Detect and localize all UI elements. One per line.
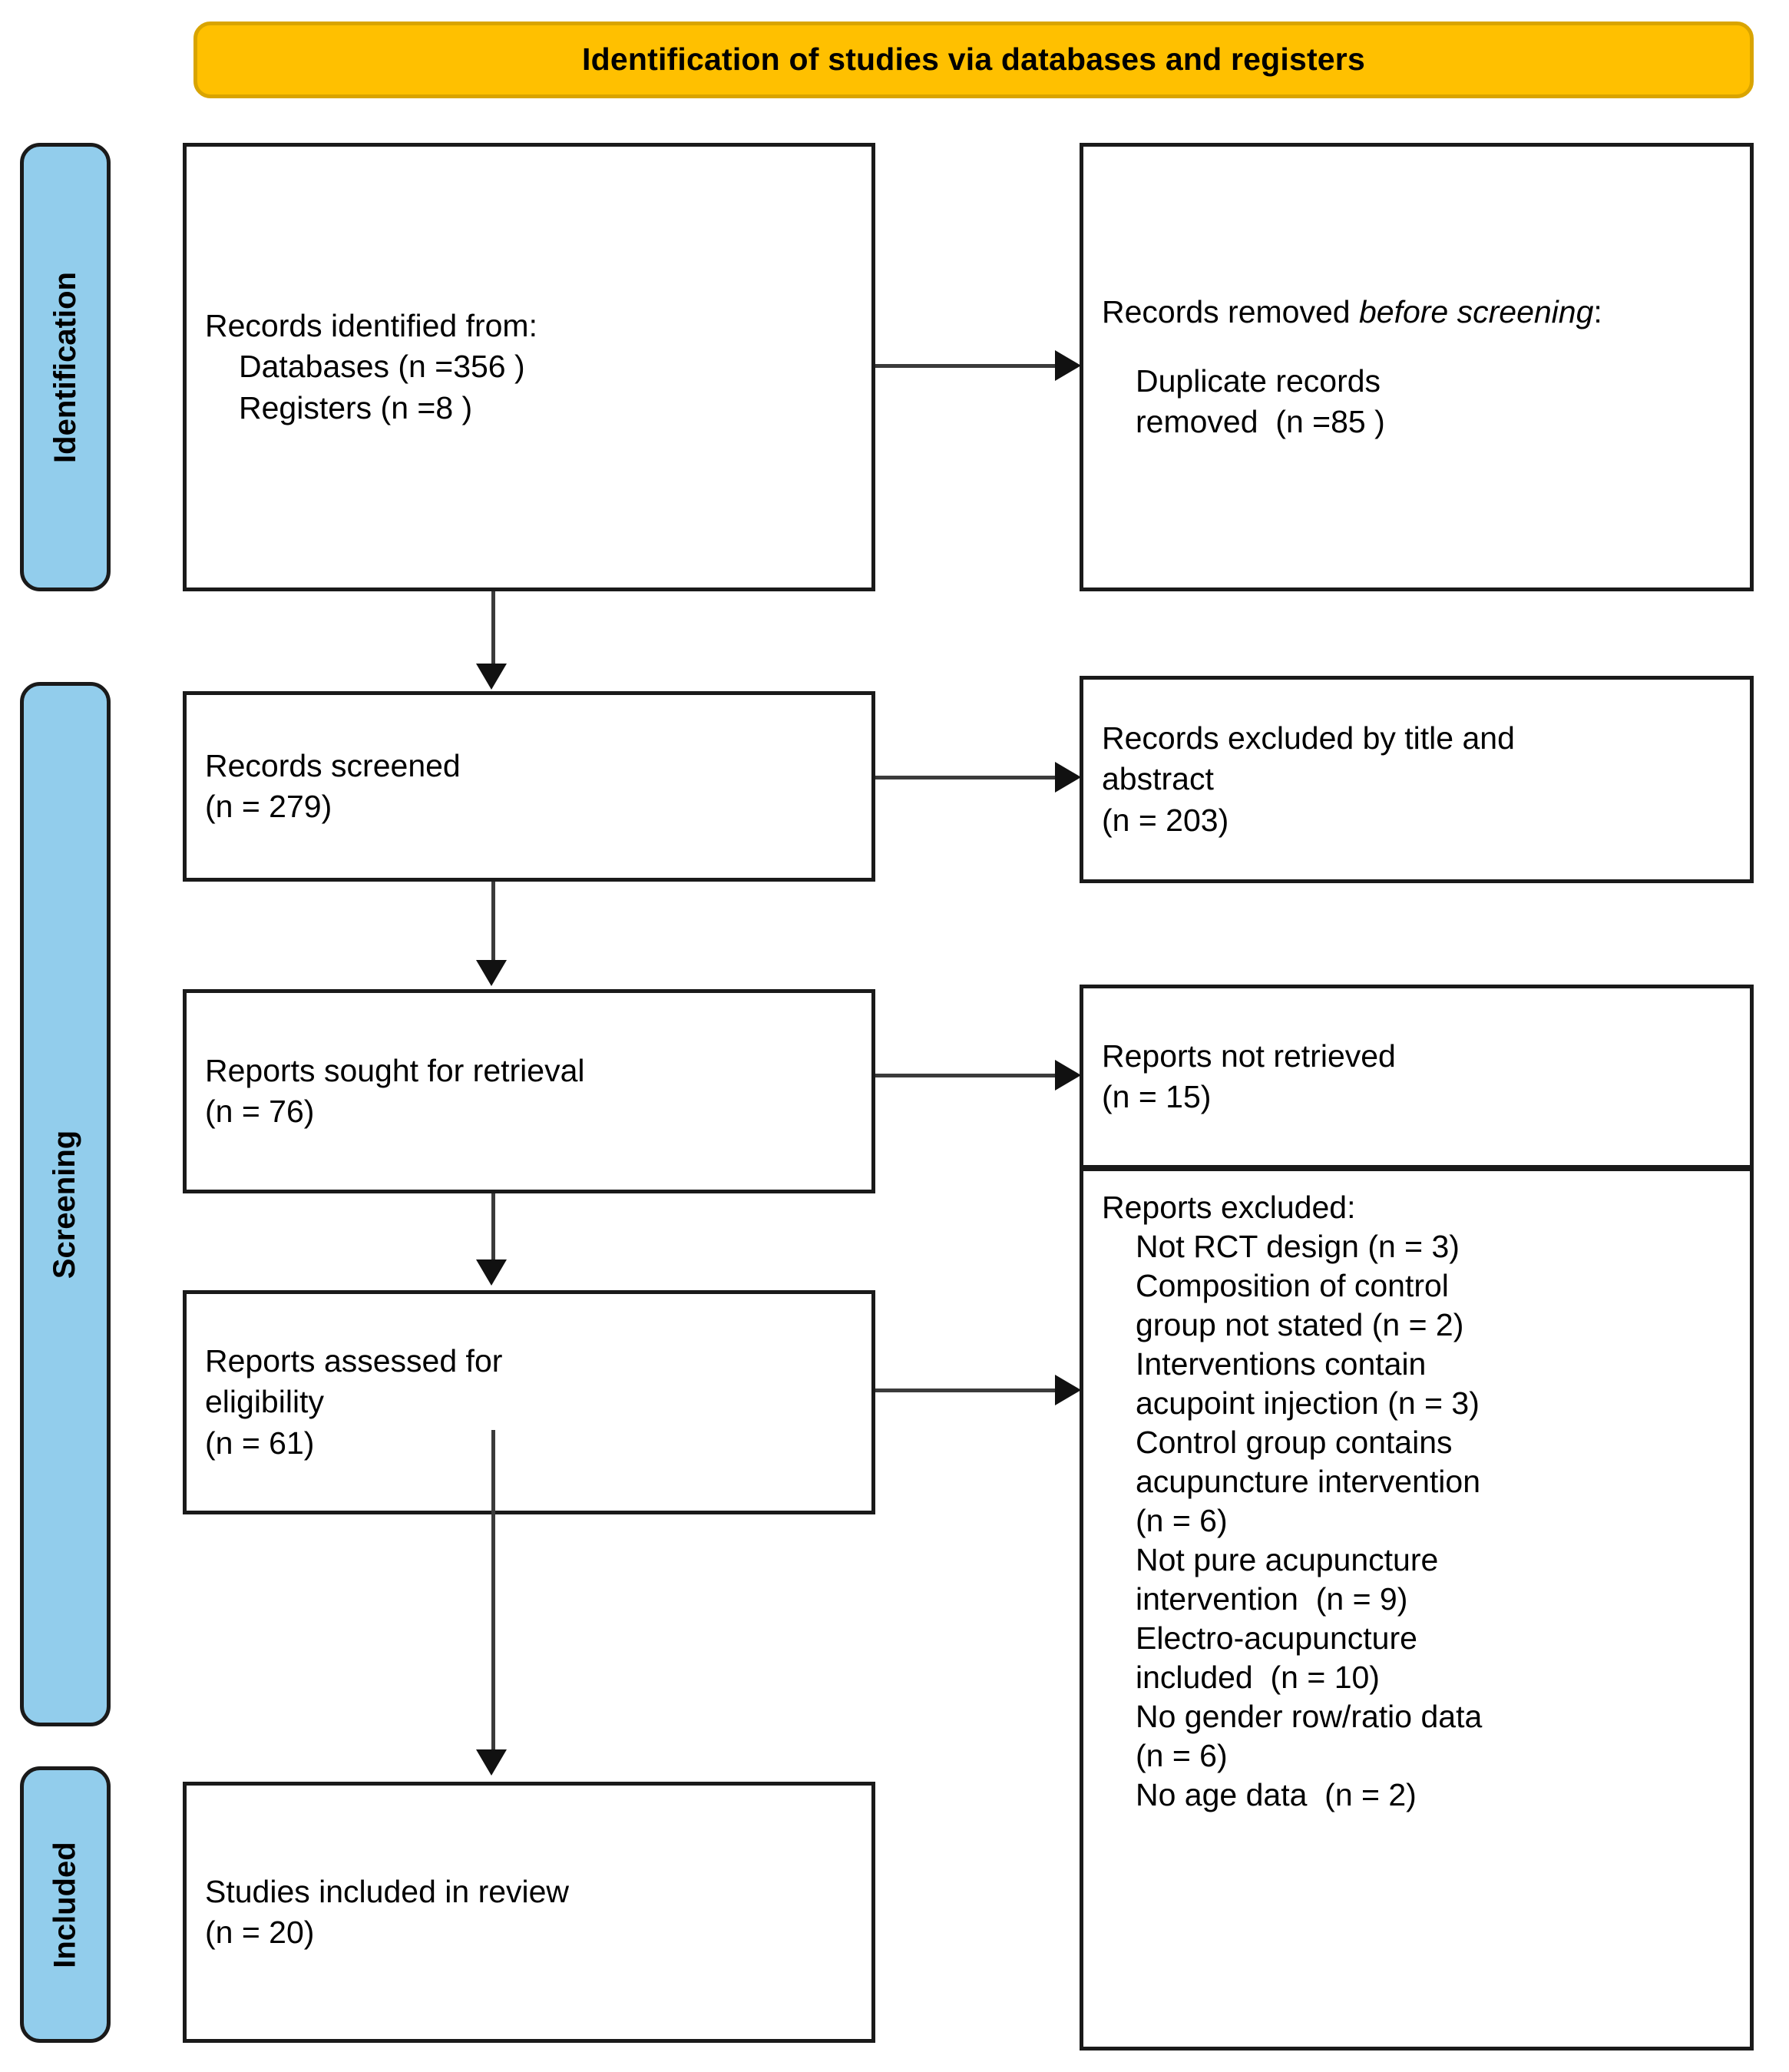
reports-not-retrieved-count: (n = 15) [1102,1079,1212,1114]
reports-excluded-reason: (n = 6) [1136,1503,1228,1539]
stage-included-text: Included [48,1841,82,1968]
reports-excluded-reason: group not stated (n = 2) [1136,1307,1464,1343]
box-records-removed-text: Records removed before screening: Duplic… [1083,292,1750,443]
reports-not-retrieved-label: Reports not retrieved [1102,1038,1396,1074]
box-reports-assessed-text: Reports assessed for eligibility (n = 61… [187,1341,871,1464]
diagram-header-banner: Identification of studies via databases … [193,22,1754,98]
box-records-excluded-title-abstract: Records excluded by title and abstract (… [1080,676,1754,883]
connector-sought-to-not-retrieved [875,1074,1066,1077]
records-screened-count: (n = 279) [205,789,332,824]
box-records-identified-text: Records identified from: Databases (n =35… [187,306,871,429]
arrowhead-right-icon [1055,350,1081,381]
connector-screened-to-excluded [875,776,1066,779]
arrowhead-right-icon [1055,1060,1081,1091]
box-reports-not-retrieved-text: Reports not retrieved (n = 15) [1083,1036,1750,1118]
box-reports-excluded-text: Reports excluded:Not RCT design (n = 3)C… [1083,1171,1750,1815]
reports-assessed-count: (n = 61) [205,1425,315,1461]
connector-screened-to-sought [491,882,495,963]
connector-identified-to-removed [875,364,1066,368]
records-removed-lead-italic: before screening [1358,293,1594,329]
arrowhead-down-icon [476,664,507,690]
studies-included-label: Studies included in review [205,1873,570,1909]
studies-included-count: (n = 20) [205,1915,315,1950]
records-identified-line1: Records identified from: [205,308,537,344]
box-reports-sought-text: Reports sought for retrieval (n = 76) [187,1051,871,1133]
box-reports-assessed-for-eligibility: Reports assessed for eligibility (n = 61… [183,1290,875,1514]
reports-excluded-reason: Electro-acupuncture [1136,1620,1417,1657]
box-records-identified: Records identified from: Databases (n =35… [183,143,875,591]
connector-assessed-to-included [491,1430,495,1753]
records-identified-registers: Registers (n =8 ) [239,389,473,425]
reports-excluded-reason: acupuncture intervention [1136,1464,1481,1500]
reports-excluded-title: Reports excluded: [1102,1190,1356,1225]
arrowhead-right-icon [1055,1375,1081,1405]
reports-excluded-reason: No gender row/ratio data [1136,1699,1483,1735]
box-reports-excluded: Reports excluded:Not RCT design (n = 3)C… [1080,1167,1754,2050]
box-studies-included-in-review: Studies included in review (n = 20) [183,1782,875,2043]
arrowhead-down-icon [476,1749,507,1776]
reports-excluded-reason: Not pure acupuncture [1136,1542,1439,1578]
stage-identification-text: Identification [48,271,82,463]
box-records-removed-before-screening: Records removed before screening: Duplic… [1080,143,1754,591]
records-excluded-count: (n = 203) [1102,802,1229,838]
connector-sought-to-assessed [491,1193,495,1263]
reports-excluded-reason: Not RCT design (n = 3) [1136,1229,1460,1265]
box-reports-sought-for-retrieval: Reports sought for retrieval (n = 76) [183,989,875,1193]
connector-identified-to-screened [491,591,495,667]
records-removed-lead-tail: : [1593,293,1602,329]
reports-sought-label: Reports sought for retrieval [205,1052,585,1088]
reports-excluded-reason: No age data (n = 2) [1136,1777,1417,1813]
stage-label-included: Included [20,1766,111,2043]
records-excluded-line1: Records excluded by title and [1102,720,1515,756]
duplicate-records-line2: removed (n =85 ) [1136,404,1385,440]
box-studies-included-text: Studies included in review (n = 20) [187,1872,871,1954]
stage-screening-text: Screening [48,1130,82,1279]
box-records-screened-text: Records screened (n = 279) [187,746,871,828]
reports-excluded-reason: acupoint injection (n = 3) [1136,1385,1480,1422]
records-removed-lead: Records removed [1102,293,1359,329]
reports-assessed-line1: Reports assessed for [205,1343,503,1379]
arrowhead-down-icon [476,960,507,986]
reports-excluded-reason: Interventions contain [1136,1346,1427,1382]
records-identified-databases: Databases (n =356 ) [239,349,525,385]
reports-excluded-reason: intervention (n = 9) [1136,1581,1408,1617]
diagram-title: Identification of studies via databases … [582,41,1365,78]
reports-excluded-reason: Control group contains [1136,1425,1453,1461]
reports-excluded-reason: (n = 6) [1136,1738,1228,1774]
reports-sought-count: (n = 76) [205,1094,315,1129]
records-excluded-line2: abstract [1102,761,1214,797]
reports-excluded-reason: included (n = 10) [1136,1660,1380,1696]
box-records-screened: Records screened (n = 279) [183,691,875,882]
duplicate-records-line1: Duplicate records [1136,362,1381,399]
stage-label-screening: Screening [20,682,111,1726]
box-reports-not-retrieved: Reports not retrieved (n = 15) [1080,985,1754,1169]
arrowhead-right-icon [1055,762,1081,793]
connector-assessed-to-reports-excluded [875,1389,1066,1392]
box-records-excluded-text: Records excluded by title and abstract (… [1083,718,1750,841]
arrowhead-down-icon [476,1259,507,1286]
records-screened-label: Records screened [205,747,461,783]
stage-label-identification: Identification [20,143,111,591]
reports-assessed-line2: eligibility [205,1384,324,1420]
reports-excluded-reason: Composition of control [1136,1268,1449,1304]
